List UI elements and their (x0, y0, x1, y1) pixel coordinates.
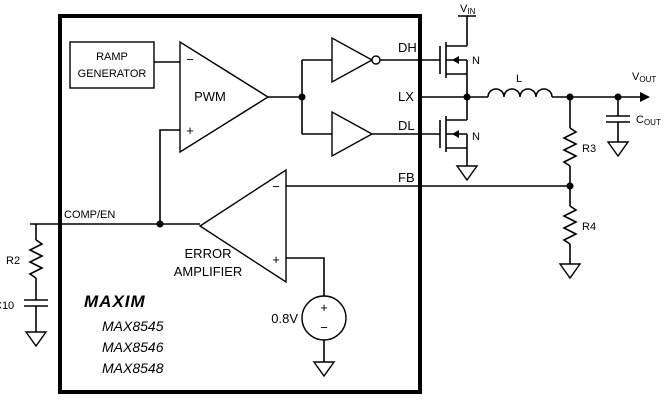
resistor-r3 (562, 127, 578, 167)
pwm-minus-sign: − (186, 52, 194, 67)
ground-low-fet (455, 165, 479, 182)
part-number-2: MAX8546 (102, 339, 164, 355)
ground-c10 (24, 331, 48, 348)
cout-label: COUT (636, 114, 661, 127)
low-side-mosfet (439, 116, 468, 166)
wire-comp-to-pwm (159, 129, 180, 224)
src-plus-sign: + (320, 300, 328, 315)
error-amplifier: − + (198, 168, 287, 284)
ground-vref (312, 361, 336, 378)
inductor-l (487, 88, 553, 98)
vout-label: VOUT (632, 71, 656, 84)
high-fet-type: N (472, 55, 480, 67)
r4-label: R4 (582, 221, 596, 233)
inductor-label: L (516, 73, 522, 85)
ramp-generator-label-2: GENERATOR (78, 68, 147, 80)
vin-label: VIN (460, 3, 476, 16)
error-amp-label-2: AMPLIFIER (174, 264, 243, 279)
resistor-r4 (562, 205, 578, 245)
low-side-driver (331, 110, 374, 158)
resistor-r2 (28, 239, 44, 279)
c10-label: C10 (0, 300, 14, 312)
r3-label: R3 (582, 143, 596, 155)
ramp-generator-block: RAMP GENERATOR (69, 41, 155, 89)
vref-label: 0.8V (271, 311, 298, 326)
low-fet-type: N (472, 131, 480, 143)
part-number-3: MAX8548 (102, 360, 164, 376)
err-plus-sign: + (272, 252, 280, 267)
pwm-plus-sign: + (186, 123, 194, 138)
maxim-logo: MAXIM (84, 292, 146, 311)
src-minus-sign: − (320, 320, 328, 335)
pwm-comparator: PWM − + (179, 40, 270, 154)
wire-vref (286, 257, 325, 296)
inverter-bubble (371, 55, 381, 65)
ic-package-outline (58, 14, 422, 394)
pin-comp-en-label: COMP/EN (64, 209, 115, 221)
ramp-generator-label-1: RAMP (96, 51, 128, 63)
ground-cout (606, 141, 630, 158)
pin-dh-label: DH (398, 40, 417, 55)
pwm-label: PWM (194, 89, 226, 104)
ground-r4 (558, 263, 582, 280)
high-side-mosfet (439, 40, 468, 78)
pin-fb-label: FB (398, 170, 415, 185)
pin-dl-label: DL (398, 118, 415, 133)
part-number-1: MAX8545 (102, 318, 164, 334)
vout-arrow (640, 92, 650, 102)
high-side-driver (331, 36, 381, 84)
r2-label: R2 (6, 255, 20, 267)
err-minus-sign: − (272, 179, 280, 194)
error-amp-label-1: ERROR (185, 246, 232, 261)
junction-lx (463, 93, 471, 101)
pin-lx-label: LX (398, 89, 414, 104)
